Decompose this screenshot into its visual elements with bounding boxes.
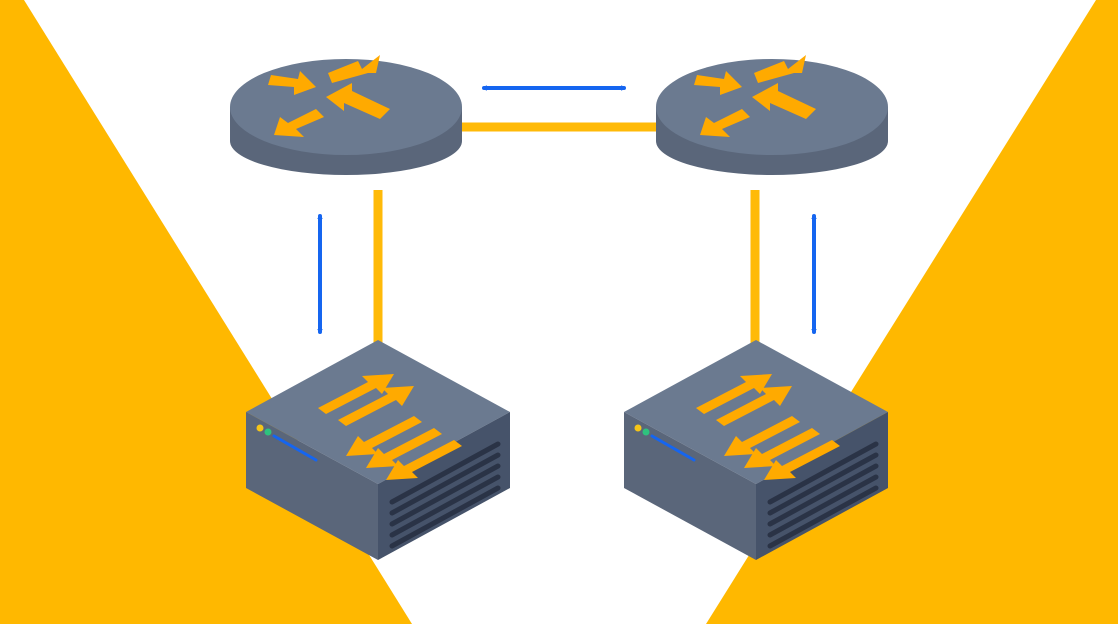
router-right <box>656 55 888 175</box>
router-left <box>230 55 462 175</box>
